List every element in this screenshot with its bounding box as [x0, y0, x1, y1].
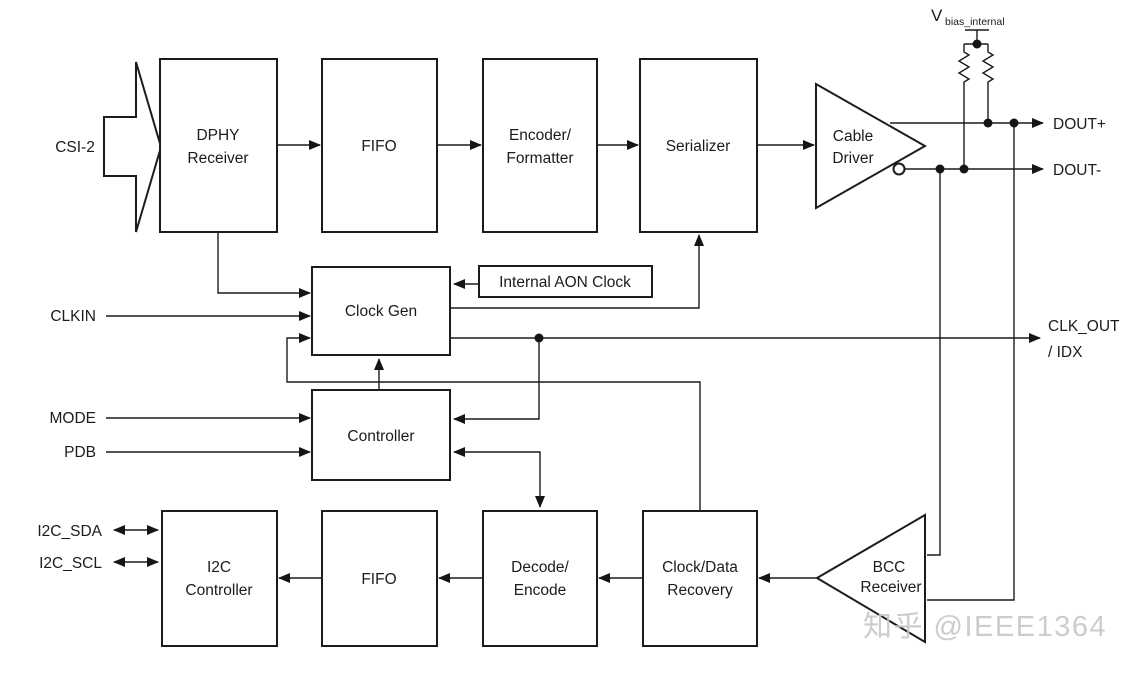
- label-csi2: CSI-2: [55, 139, 95, 156]
- inversion-bubble-icon: [892, 162, 906, 176]
- wire-clockgen-to-controller: [453, 338, 540, 424]
- label-decode-line1: Decode/: [511, 559, 569, 576]
- label-fifo-top: FIFO: [361, 138, 396, 155]
- label-clk-out-line1: CLK_OUT: [1048, 318, 1120, 335]
- label-cable-driver-line2: Driver: [832, 150, 873, 167]
- cable-driver-triangle: [815, 82, 928, 210]
- block-labels: DPHY Receiver FIFO Encoder/ Formatter Se…: [185, 127, 921, 599]
- label-i2c-line2: Controller: [185, 582, 252, 599]
- junction-vbias: [972, 39, 982, 49]
- block-dphy-receiver: [159, 58, 278, 233]
- junction-doutplus-bcc: [1009, 118, 1019, 128]
- block-serializer: [639, 58, 758, 233]
- label-aon-clock: Internal AON Clock: [499, 274, 631, 291]
- label-clock-gen: Clock Gen: [345, 303, 417, 320]
- csi2-input-arrow-icon: [103, 61, 163, 233]
- label-fifo-bottom: FIFO: [361, 571, 396, 588]
- label-clk-out-line2: / IDX: [1048, 344, 1083, 361]
- label-serializer: Serializer: [666, 138, 731, 155]
- label-i2c-sda: I2C_SDA: [37, 523, 102, 540]
- signal-labels: CSI-2 CLKIN MODE PDB I2C_SDA I2C_SCL DOU…: [37, 6, 1120, 572]
- watermark: 知乎 @IEEE1364: [863, 610, 1107, 643]
- junction-doutminus-bcc: [935, 164, 945, 174]
- wire-dphy-to-clockgen: [217, 232, 311, 298]
- label-i2c-line1: I2C: [207, 559, 231, 576]
- label-cable-driver-line1: Cable: [833, 128, 874, 145]
- label-dphy-line1: DPHY: [196, 127, 239, 144]
- junction-clkout-branch: [534, 333, 544, 343]
- label-dphy-line2: Receiver: [187, 150, 248, 167]
- label-bcc-line2: Receiver: [860, 579, 921, 596]
- label-i2c-scl: I2C_SCL: [39, 555, 102, 572]
- wire-controller-decode: [453, 447, 545, 508]
- label-cdr-line1: Clock/Data: [662, 559, 738, 576]
- label-cdr-line2: Recovery: [667, 582, 733, 599]
- block-fifo-bottom: [321, 510, 438, 647]
- block-i2c-controller: [161, 510, 278, 647]
- label-decode-line2: Encode: [514, 582, 567, 599]
- wire-doutplus-to-bcc: [927, 123, 1015, 601]
- wire-cdr-feedback-to-clockgen: [286, 333, 701, 510]
- wires: [106, 29, 1044, 601]
- label-mode: MODE: [50, 410, 97, 427]
- label-controller: Controller: [347, 428, 414, 445]
- junction-dots: [534, 39, 1019, 343]
- bcc-receiver-triangle: [815, 513, 926, 644]
- label-clkin: CLKIN: [50, 308, 96, 325]
- block-decode-encode: [482, 510, 598, 647]
- block-clock-data-recovery: [642, 510, 758, 647]
- resistor-left-icon: [957, 44, 971, 169]
- label-bcc-line1: BCC: [873, 559, 906, 576]
- wire-clockgen-to-serializer: [450, 234, 704, 309]
- junction-doutplus-resistor: [983, 118, 993, 128]
- junction-doutminus-resistor: [959, 164, 969, 174]
- block-clock-gen: [311, 266, 451, 356]
- block-controller: [311, 389, 451, 481]
- label-pdb: PDB: [64, 444, 96, 461]
- label-encoder-line2: Formatter: [506, 150, 573, 167]
- resistor-right-icon: [981, 44, 995, 123]
- block-internal-aon-clock: [478, 265, 653, 298]
- block-encoder-formatter: [482, 58, 598, 233]
- label-vbias-subscript: bias_internal: [945, 16, 1005, 28]
- label-encoder-line1: Encoder/: [509, 127, 572, 144]
- wire-doutminus-to-bcc: [927, 169, 941, 556]
- label-vbias: V: [931, 6, 943, 25]
- label-dout-minus: DOUT-: [1053, 162, 1101, 179]
- blocks: [103, 58, 928, 647]
- block-fifo-top: [321, 58, 438, 233]
- label-dout-plus: DOUT+: [1053, 116, 1106, 133]
